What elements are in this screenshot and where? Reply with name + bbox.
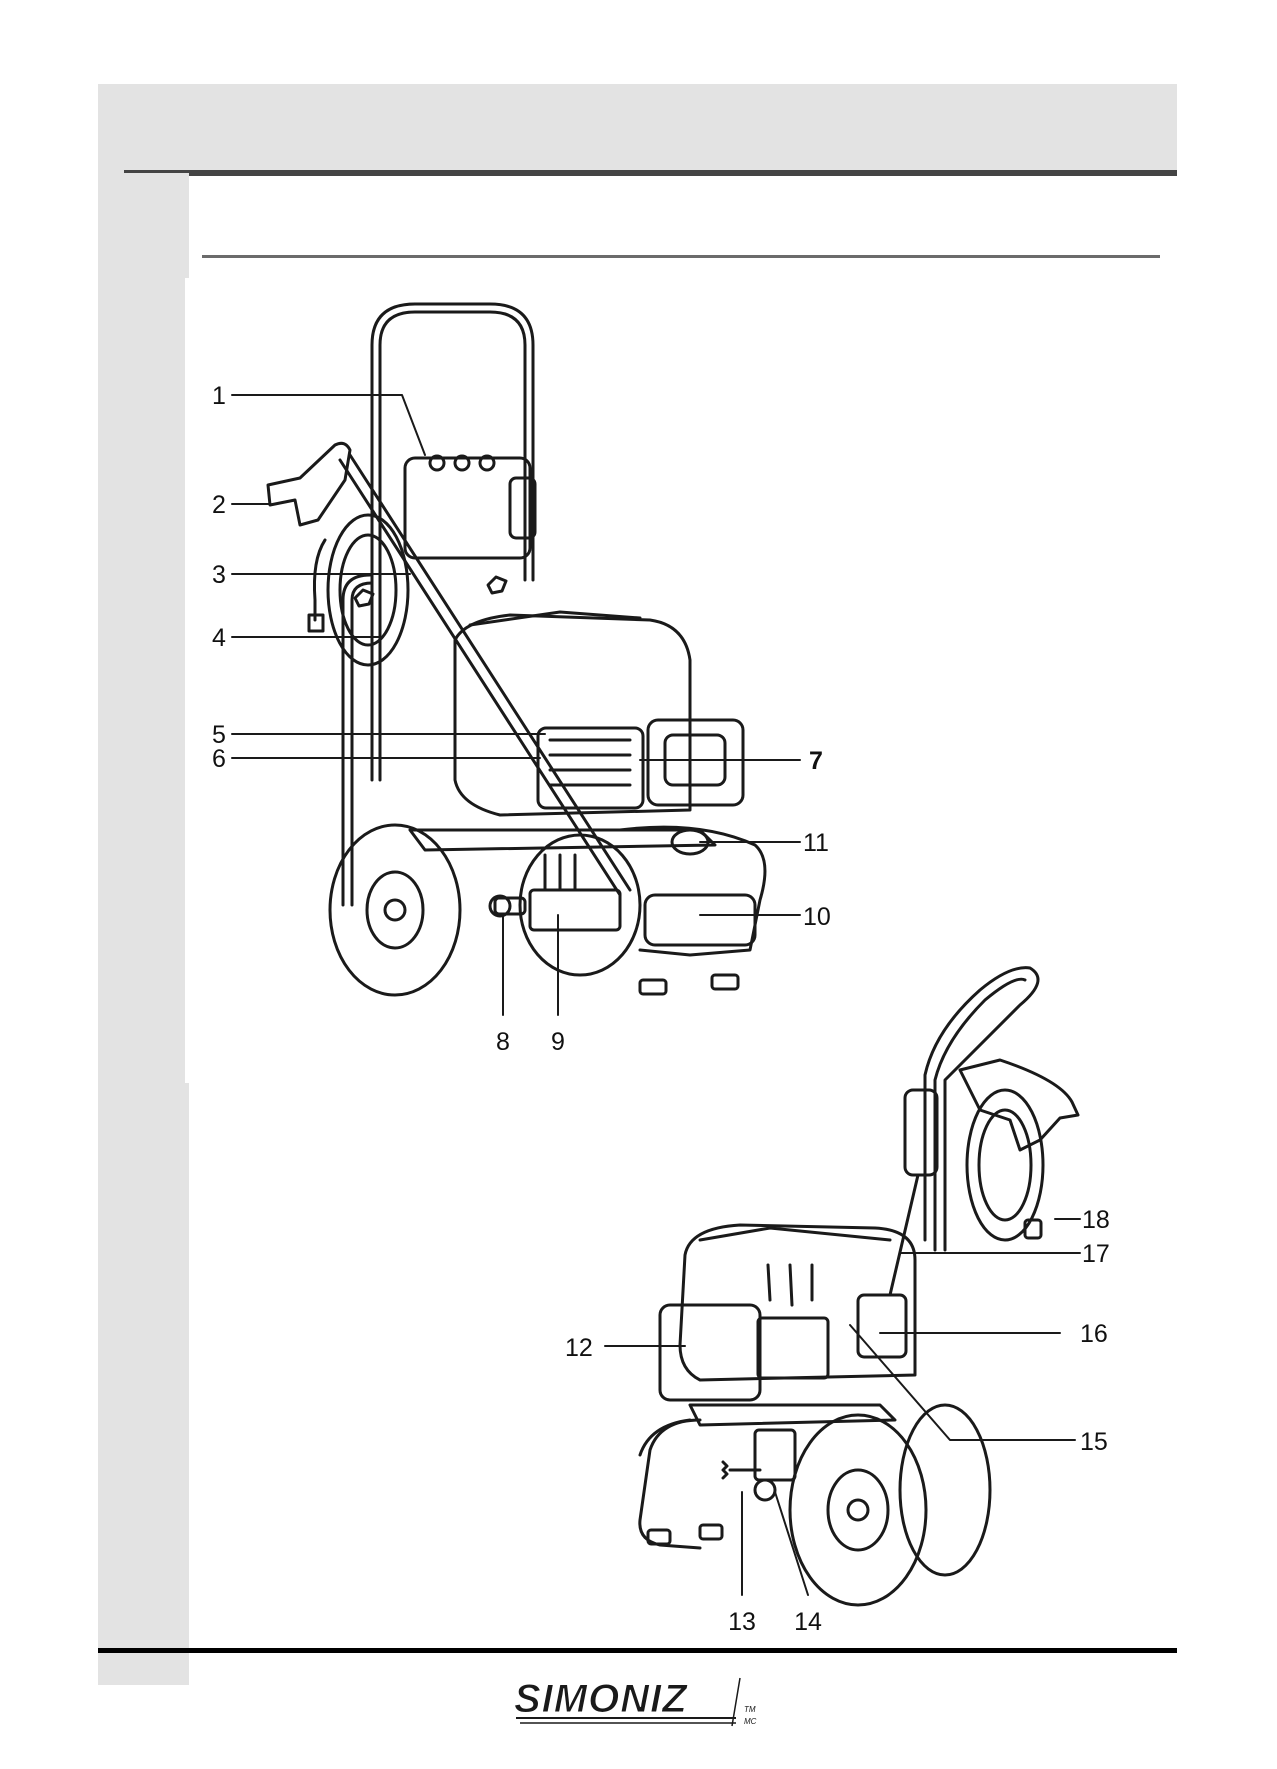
rear-pump: [755, 1430, 795, 1480]
rear-recoil-start: [858, 1295, 906, 1357]
callout-14: 14: [794, 1608, 822, 1636]
logo-mc: MC: [744, 1717, 757, 1726]
callout-11: 11: [803, 829, 829, 857]
front-wheel-right: [520, 835, 640, 975]
rear-callout-lines: [605, 1219, 1080, 1595]
callout-2: 2: [212, 491, 226, 519]
callout-1: 1: [212, 382, 226, 410]
callout-9: 9: [551, 1028, 565, 1056]
callout-12: 12: [565, 1334, 593, 1362]
callout-13: 13: [728, 1608, 756, 1636]
logo-wordmark: SIMONIZ: [514, 1677, 688, 1721]
rear-wheel-front: [790, 1415, 926, 1605]
callout-7: 7: [809, 747, 823, 775]
front-callout-lines: [232, 395, 800, 1015]
callout-6: 6: [212, 745, 226, 773]
front-base-plate: [410, 830, 715, 850]
rear-view-illustration: [640, 968, 1078, 1605]
callout-17: 17: [1082, 1240, 1110, 1268]
callout-3: 3: [212, 561, 226, 589]
logo-tm: TM: [744, 1705, 756, 1714]
front-view-illustration: [268, 304, 765, 995]
rear-spray-gun: [960, 1060, 1078, 1150]
callout-8: 8: [496, 1028, 510, 1056]
callout-4: 4: [212, 624, 226, 652]
callout-16: 16: [1080, 1320, 1108, 1348]
simoniz-logo: SIMONIZ TM MC: [510, 1668, 770, 1732]
front-pump: [530, 890, 620, 930]
front-fuel-tank: [648, 720, 743, 805]
callout-10: 10: [803, 903, 831, 931]
front-wheel-left: [330, 825, 460, 995]
footer-rule: [98, 1648, 1177, 1653]
callout-15: 15: [1080, 1428, 1108, 1456]
rear-wheel-back: [900, 1405, 990, 1575]
callout-18: 18: [1082, 1206, 1110, 1234]
front-spray-gun: [268, 443, 350, 525]
rear-muffler: [660, 1305, 760, 1400]
footer-band: [98, 1653, 189, 1685]
